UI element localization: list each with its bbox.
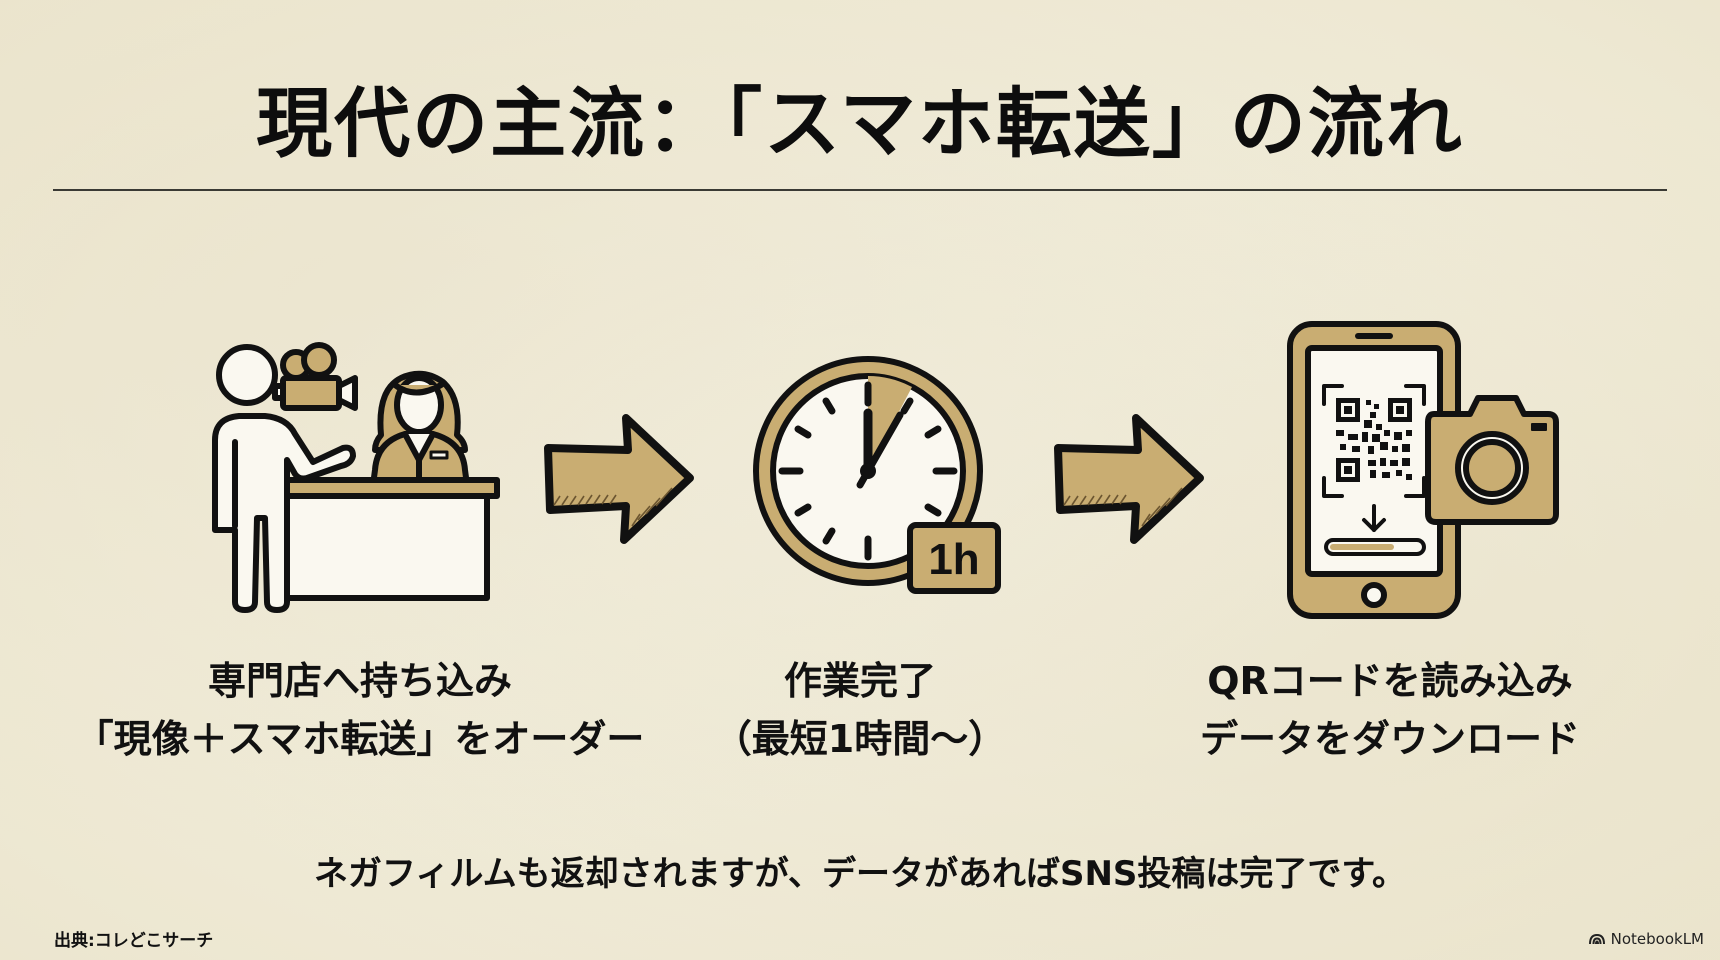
clock-1h-icon: 1h [753,356,1001,594]
arrow-right-icon [544,414,694,544]
step-2-line-1: 作業完了 [783,659,936,703]
source-credit: 出典:コレどこサーチ [54,931,214,951]
customer-at-counter-icon [212,342,500,613]
footnote-message: ネガフィルムも返却されますが、データがあればSNS投稿は完了です。 [314,854,1406,894]
step-1-line-1: 専門店へ持ち込み [207,659,512,703]
step-3-line-2: データをダウンロード [1199,717,1580,761]
notebooklm-logo-icon [1588,933,1605,945]
arrow-right-icon [1054,414,1204,544]
step-3-label: QRコードを読み込み データをダウンロード [1150,652,1630,768]
step-2-label: 作業完了 （最短1時間〜） [700,652,1020,768]
clock-badge-text: 1h [928,535,979,584]
title-divider [53,189,1667,191]
smartphone-qr-download-icon [1287,321,1559,619]
slide-title: 現代の主流：「スマホ転送」の流れ [256,79,1464,168]
step-1-label: 専門店へ持ち込み 「現像＋スマホ転送」をオーダー [50,652,670,768]
step-2-line-2: （最短1時間〜） [713,717,1007,761]
step-3-line-1: QRコードを読み込み [1207,659,1573,703]
brand-name: NotebookLM [1610,930,1704,948]
step-1-line-2: 「現像＋スマホ転送」をオーダー [75,717,645,761]
brand-watermark: NotebookLM [1588,930,1704,948]
